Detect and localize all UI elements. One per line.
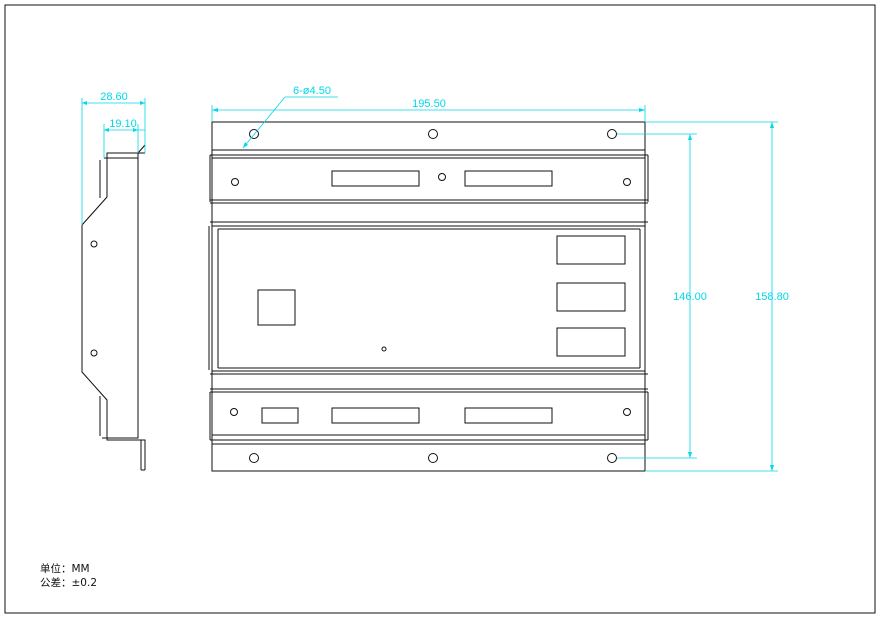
hole-bottom-left: [249, 453, 259, 463]
hole-upper-left: [231, 178, 239, 186]
dim-front-height: 158.80: [755, 291, 789, 303]
dim-hole-spacing: 146.00: [673, 291, 707, 303]
hole-lower-right: [623, 408, 631, 416]
front-dimensions: [211, 96, 778, 472]
hole-top-right: [607, 129, 617, 139]
cutout-right-1: [556, 235, 626, 265]
side-top-flange: [137, 144, 146, 154]
hole-top-left: [249, 129, 259, 139]
side-hole-top: [90, 240, 98, 248]
front-outline: [211, 121, 646, 472]
sheet-border: [4, 4, 876, 614]
hole-lower-left: [230, 408, 238, 416]
hole-bottom-center: [428, 453, 438, 463]
dim-holes: 6-ø4.50: [293, 85, 331, 97]
side-view: [81, 144, 146, 471]
square-cutout: [257, 289, 296, 326]
cutout-right-2: [556, 282, 626, 312]
side-profile-outer: [81, 152, 146, 470]
cutout-right-3: [556, 327, 626, 357]
hole-top-center: [428, 129, 438, 139]
hole-bottom-right: [607, 453, 617, 463]
note-tolerance: 公差：±0.2: [40, 576, 97, 589]
side-dimensions: [81, 98, 146, 225]
dim-side-width: 28.60: [100, 91, 128, 103]
front-view: [208, 121, 649, 472]
slot-lower-small: [261, 407, 299, 424]
hole-upper-right: [623, 178, 631, 186]
slot-lower-middle: [331, 407, 420, 424]
side-hole-bottom: [90, 349, 98, 357]
note-unit: 单位：MM: [40, 562, 90, 575]
dim-front-width: 195.50: [412, 98, 446, 110]
slot-upper-right: [464, 170, 553, 187]
dim-side-inner: 19.10: [109, 118, 137, 130]
hole-upper-center: [438, 173, 446, 181]
slot-lower-right: [464, 407, 553, 424]
side-profile-inner: [99, 153, 139, 439]
small-hole-center: [381, 346, 387, 352]
slot-upper-left: [331, 170, 420, 187]
